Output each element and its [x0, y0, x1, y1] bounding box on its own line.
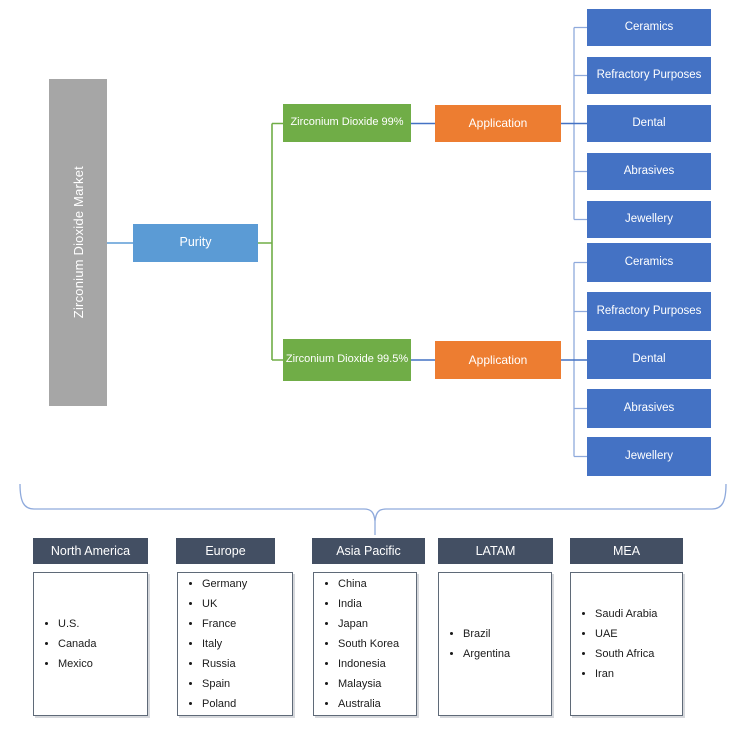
- app-item-label: Ceramics: [624, 256, 674, 269]
- country-list-asia-pacific: China India Japan South Korea Indonesia …: [314, 574, 403, 714]
- app-item-label: Refractory Purposes: [596, 305, 702, 318]
- region-header-mea: MEA: [570, 538, 683, 564]
- app-item-label: Jewellery: [625, 213, 673, 226]
- root-node-label: Zirconium Dioxide Market: [70, 166, 86, 319]
- app-item-jewellery-1: Jewellery: [587, 201, 711, 238]
- country-item: U.S.: [58, 614, 97, 634]
- app-item-label: Dental: [632, 353, 666, 366]
- app-item-refractory-1: Refractory Purposes: [587, 57, 711, 94]
- app-item-refractory-2: Refractory Purposes: [587, 292, 711, 331]
- bracket-set1: [573, 26, 587, 221]
- application-node-2-label: Application: [468, 352, 528, 367]
- country-item: Canada: [58, 634, 97, 654]
- app-item-ceramics-1: Ceramics: [587, 9, 711, 46]
- region-box-north-america: U.S. Canada Mexico: [33, 572, 148, 716]
- bracket-set2: [573, 261, 587, 458]
- grade-node-99-5-label: Zirconium Dioxide 99.5%: [285, 353, 409, 366]
- country-list-europe: Germany UK France Italy Russia Spain Pol…: [178, 574, 251, 714]
- app-item-jewellery-2: Jewellery: [587, 437, 711, 476]
- region-header-north-america: North America: [33, 538, 148, 564]
- link-purity-grades: [258, 122, 283, 361]
- app-item-dental-1: Dental: [587, 105, 711, 142]
- application-node-2: Application: [435, 341, 561, 379]
- app-item-abrasives-1: Abrasives: [587, 153, 711, 190]
- app-item-label: Abrasives: [623, 165, 675, 178]
- grade-node-99-label: Zirconium Dioxide 99%: [290, 116, 404, 129]
- region-header-label: MEA: [612, 544, 641, 558]
- country-item: Malaysia: [338, 674, 399, 694]
- country-item: Argentina: [463, 644, 510, 664]
- app-item-label: Abrasives: [623, 402, 675, 415]
- country-item: Indonesia: [338, 654, 399, 674]
- region-box-latam: Brazil Argentina: [438, 572, 552, 716]
- country-list-mea: Saudi Arabia UAE South Africa Iran: [571, 604, 661, 684]
- country-item: UAE: [595, 624, 657, 644]
- region-header-label: North America: [50, 544, 131, 558]
- region-box-europe: Germany UK France Italy Russia Spain Pol…: [177, 572, 293, 716]
- purity-node-label: Purity: [179, 235, 212, 250]
- region-header-label: Europe: [205, 544, 246, 558]
- regions-brace: [19, 483, 727, 535]
- country-item: Mexico: [58, 654, 97, 674]
- country-item: Australia: [338, 694, 399, 714]
- country-item: Russia: [202, 654, 247, 674]
- app-item-ceramics-2: Ceramics: [587, 243, 711, 282]
- country-item: India: [338, 594, 399, 614]
- region-header-latam: LATAM: [438, 538, 553, 564]
- application-node-1: Application: [435, 105, 561, 142]
- region-header-europe: Europe: [176, 538, 275, 564]
- country-item: China: [338, 574, 399, 594]
- country-item: France: [202, 614, 247, 634]
- root-node-zirconium-dioxide-market: Zirconium Dioxide Market: [49, 79, 107, 406]
- country-list-north-america: U.S. Canada Mexico: [34, 614, 101, 674]
- country-item: Germany: [202, 574, 247, 594]
- app-item-label: Dental: [632, 117, 666, 130]
- country-item: Poland: [202, 694, 247, 714]
- country-item: Brazil: [463, 624, 510, 644]
- app-item-label: Refractory Purposes: [596, 69, 702, 82]
- grade-node-99: Zirconium Dioxide 99%: [283, 104, 411, 142]
- link-grade-application: [411, 122, 587, 361]
- country-list-latam: Brazil Argentina: [439, 624, 514, 664]
- country-item: Iran: [595, 664, 657, 684]
- country-item: Spain: [202, 674, 247, 694]
- application-node-1-label: Application: [468, 116, 528, 130]
- country-item: South Korea: [338, 634, 399, 654]
- app-item-label: Jewellery: [625, 450, 673, 463]
- country-item: South Africa: [595, 644, 657, 664]
- region-box-mea: Saudi Arabia UAE South Africa Iran: [570, 572, 683, 716]
- app-item-dental-2: Dental: [587, 340, 711, 379]
- country-item: Saudi Arabia: [595, 604, 657, 624]
- country-item: Japan: [338, 614, 399, 634]
- country-item: UK: [202, 594, 247, 614]
- country-item: Italy: [202, 634, 247, 654]
- app-item-abrasives-2: Abrasives: [587, 389, 711, 428]
- app-item-label: Ceramics: [624, 21, 674, 34]
- region-header-label: Asia Pacific: [336, 544, 401, 558]
- region-header-asia-pacific: Asia Pacific: [312, 538, 425, 564]
- region-box-asia-pacific: China India Japan South Korea Indonesia …: [313, 572, 417, 716]
- purity-node: Purity: [133, 224, 258, 262]
- region-header-label: LATAM: [475, 544, 516, 558]
- grade-node-99-5: Zirconium Dioxide 99.5%: [283, 339, 411, 381]
